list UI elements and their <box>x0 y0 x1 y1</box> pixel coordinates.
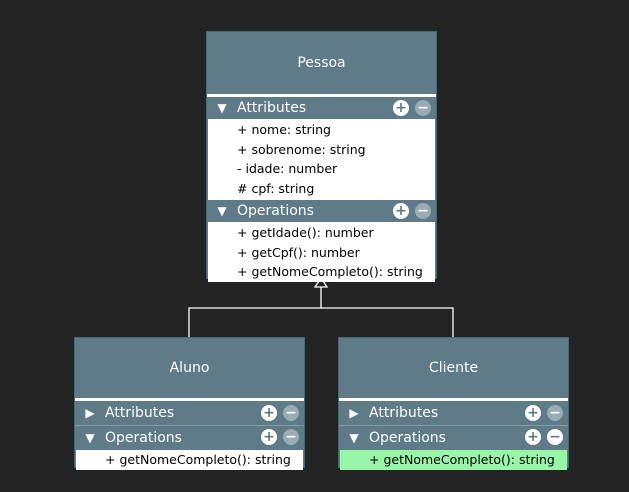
section-label: Operations <box>105 430 182 446</box>
expanded-triangle-icon[interactable]: ▼ <box>85 431 95 445</box>
remove-operation-icon[interactable]: − <box>283 429 299 445</box>
class-name[interactable]: Cliente <box>339 338 568 401</box>
add-attribute-icon[interactable]: + <box>261 405 277 421</box>
add-operation-icon[interactable]: + <box>261 429 277 445</box>
attributes-section-header[interactable]: ▼ Attributes + − <box>207 97 436 119</box>
attributes-section-header[interactable]: ▶ Attributes + − <box>75 401 304 425</box>
selected-operation-item[interactable]: + getNomeCompleto(): string <box>340 450 567 470</box>
remove-attribute-icon[interactable]: − <box>283 405 299 421</box>
remove-operation-icon[interactable]: − <box>415 203 431 219</box>
generalization-arrowhead <box>313 276 329 288</box>
expanded-triangle-icon[interactable]: ▼ <box>349 431 359 445</box>
operations-section-header[interactable]: ▼ Operations + − <box>339 425 568 450</box>
section-label: Attributes <box>369 405 439 421</box>
class-name[interactable]: Pessoa <box>207 32 436 97</box>
aluno-to-pessoa-edge[interactable] <box>188 286 322 337</box>
operations-list: + getIdade(): number + getCpf(): number … <box>208 222 435 282</box>
section-label: Attributes <box>105 405 175 421</box>
operation-item[interactable]: + getNomeCompleto(): string <box>237 264 423 279</box>
remove-attribute-icon[interactable]: − <box>547 405 563 421</box>
collapsed-triangle-icon[interactable]: ▶ <box>349 406 359 420</box>
add-attribute-icon[interactable]: + <box>393 100 409 116</box>
operations-section-header[interactable]: ▼ Operations + − <box>75 425 304 450</box>
expanded-triangle-icon[interactable]: ▼ <box>217 204 227 218</box>
add-operation-icon[interactable]: + <box>393 203 409 219</box>
operation-item[interactable]: + getCpf(): number <box>237 244 360 260</box>
operations-list: + getNomeCompleto(): string <box>340 450 567 470</box>
class-pessoa[interactable]: Pessoa ▼ Attributes + − + nome: string +… <box>206 31 437 282</box>
cliente-to-pessoa-edge[interactable] <box>321 307 454 337</box>
add-operation-icon[interactable]: + <box>525 429 541 445</box>
class-cliente[interactable]: Cliente ▶ Attributes + − ▼ Operations + … <box>338 337 569 470</box>
class-name[interactable]: Aluno <box>75 338 304 401</box>
attribute-item[interactable]: + nome: string <box>237 122 331 137</box>
section-label: Operations <box>237 203 314 219</box>
remove-attribute-icon[interactable]: − <box>415 100 431 116</box>
attributes-list: + nome: string + sobrenome: string - ida… <box>208 119 435 200</box>
collapsed-triangle-icon[interactable]: ▶ <box>85 406 95 420</box>
operations-list: + getNomeCompleto(): string <box>76 450 303 470</box>
operation-item[interactable]: + getNomeCompleto(): string <box>105 452 291 467</box>
attribute-item[interactable]: + sobrenome: string <box>237 141 366 157</box>
add-attribute-icon[interactable]: + <box>525 405 541 421</box>
section-label: Operations <box>369 430 446 446</box>
operation-item[interactable]: + getIdade(): number <box>237 225 374 240</box>
expanded-triangle-icon[interactable]: ▼ <box>217 101 227 115</box>
remove-operation-icon[interactable]: − <box>547 429 563 445</box>
operations-section-header[interactable]: ▼ Operations + − <box>207 200 436 222</box>
attribute-item[interactable]: # cpf: string <box>237 180 315 196</box>
attribute-item[interactable]: - idade: number <box>237 161 338 176</box>
attributes-section-header[interactable]: ▶ Attributes + − <box>339 401 568 425</box>
section-label: Attributes <box>237 100 307 116</box>
class-aluno[interactable]: Aluno ▶ Attributes + − ▼ Operations + − … <box>74 337 305 470</box>
